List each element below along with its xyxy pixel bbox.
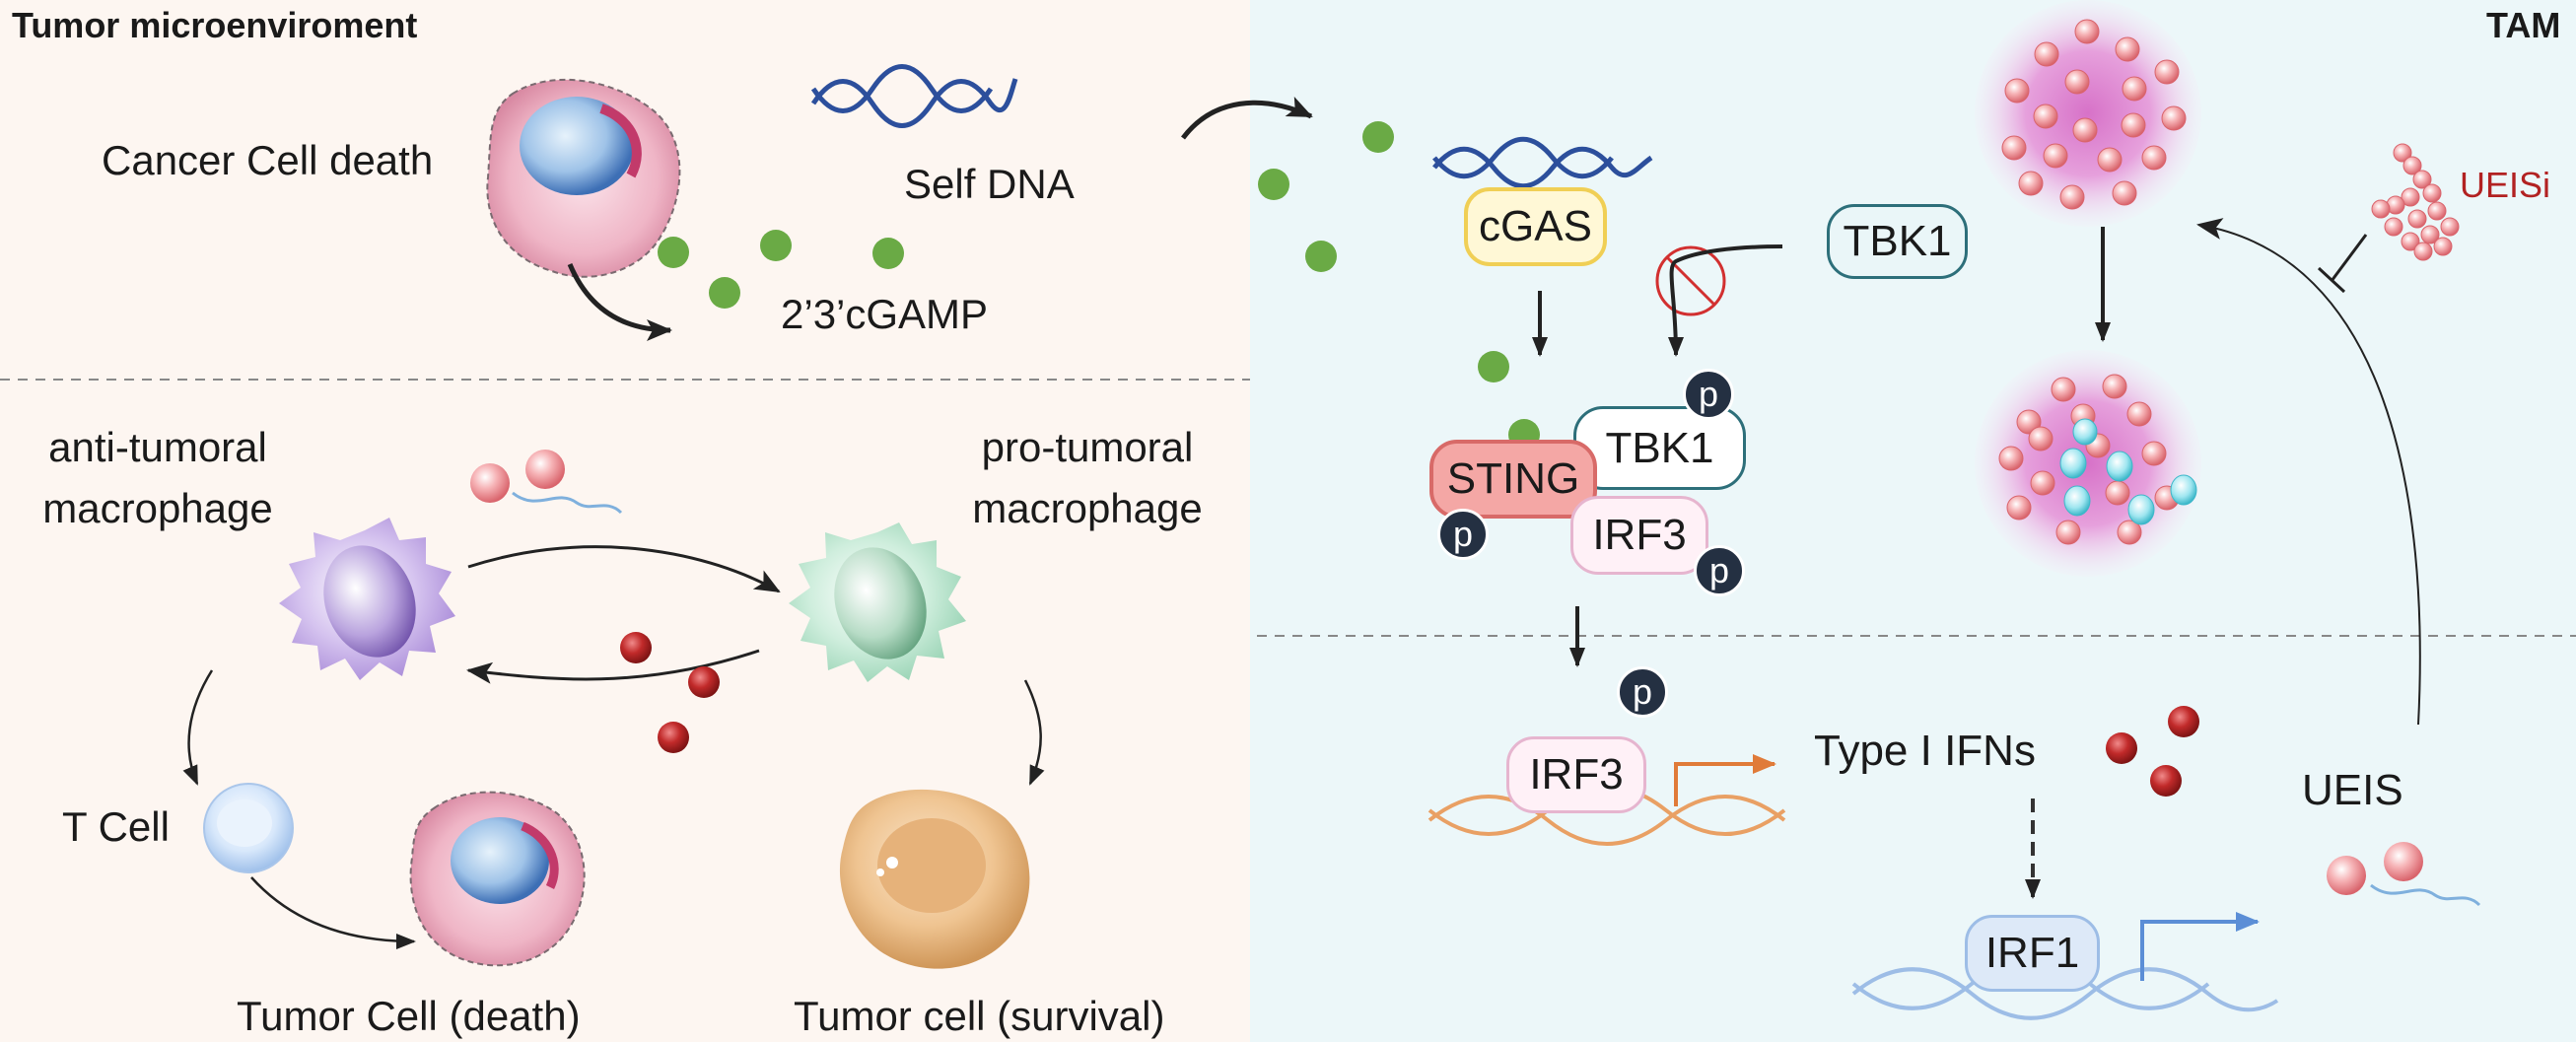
ueisi-cluster-icon — [2371, 143, 2460, 261]
tumor-cell-death-label: Tumor Cell (death) — [237, 993, 581, 1039]
arrow-irf3-transcription — [1674, 754, 1776, 806]
anti-tumoral-label-line1: anti-tumoral — [48, 424, 267, 470]
ueisi-inhibition-line — [2330, 234, 2368, 282]
arrow-tcell-to-tumor — [250, 876, 416, 949]
ueis-label: UEIS — [2302, 766, 2403, 814]
t-cell-label: T Cell — [62, 803, 170, 850]
pro-tumoral-label-line1: pro-tumoral — [981, 424, 1194, 470]
pro-tumoral-label-line2: macrophage — [972, 485, 1203, 531]
tam-state-top-icon — [1975, 0, 2201, 227]
tumor-cell-survival-label: Tumor cell (survival) — [794, 993, 1165, 1039]
self-dna-helix-icon — [810, 64, 1018, 128]
tumor-cell-death-icon — [409, 791, 586, 967]
ueis-molecule-left-icon — [470, 450, 623, 515]
arrow-anti-to-pro — [467, 545, 781, 593]
cgas-dna-helix-icon — [1432, 136, 1653, 189]
arrow-ueis-to-tam-state — [2196, 218, 2421, 726]
arrow-irf1-transcription — [2140, 912, 2260, 981]
arrow-dna-to-tam — [1181, 96, 1313, 140]
sting-node: STING — [1429, 440, 1597, 519]
ifn-balls-right-icon — [2106, 706, 2199, 797]
pro-tumoral-macrophage-icon — [789, 522, 966, 682]
tbk1-free-node: TBK1 — [1827, 204, 1968, 279]
ueisi-inhibition-bar — [2317, 266, 2346, 294]
inhibition-symbol-icon — [1655, 245, 1726, 316]
cgamp-label: 2’3’cGAMP — [781, 291, 989, 337]
irf3-complex-node: IRF3 — [1570, 496, 1708, 575]
irf3-dna-node: IRF3 — [1506, 736, 1646, 813]
irf1-node: IRF1 — [1965, 915, 2100, 992]
phospho-badge-sting: p — [1437, 509, 1489, 560]
arrow-anti-to-tcell — [182, 669, 214, 786]
right-panel-title: TAM — [2486, 5, 2561, 45]
arrow-cell-to-cgamp — [567, 263, 672, 341]
arrow-pro-to-anti — [466, 649, 760, 684]
self-dna-label: Self DNA — [904, 161, 1075, 207]
ueisi-label: UEISi — [2460, 165, 2551, 205]
arrow-tbk1-to-complex — [1667, 244, 1783, 357]
t-cell-icon — [203, 783, 294, 873]
cgas-node: cGAS — [1464, 187, 1607, 266]
anti-tumoral-macrophage-icon — [279, 518, 455, 680]
type-i-ifns-label: Type I IFNs — [1814, 727, 2036, 775]
phospho-badge-irf3-dna: p — [1617, 666, 1668, 718]
ifn-balls-left-icon — [620, 632, 720, 753]
anti-tumoral-label-line2: macrophage — [42, 485, 273, 531]
arrow-pro-to-survival — [1023, 679, 1045, 786]
tumor-cell-survival-icon — [839, 789, 1030, 969]
phospho-badge-tbk1: p — [1683, 369, 1734, 420]
cancer-cell-death-label: Cancer Cell death — [102, 137, 434, 183]
tbk1-complex-node: TBK1 — [1573, 406, 1746, 490]
left-panel-title: Tumor microenviroment — [12, 5, 418, 45]
ueis-molecule-right-icon — [2327, 842, 2481, 907]
cancer-cell-icon — [486, 78, 681, 278]
tam-state-bottom-icon — [1975, 350, 2201, 577]
phospho-badge-irf3: p — [1694, 545, 1745, 596]
